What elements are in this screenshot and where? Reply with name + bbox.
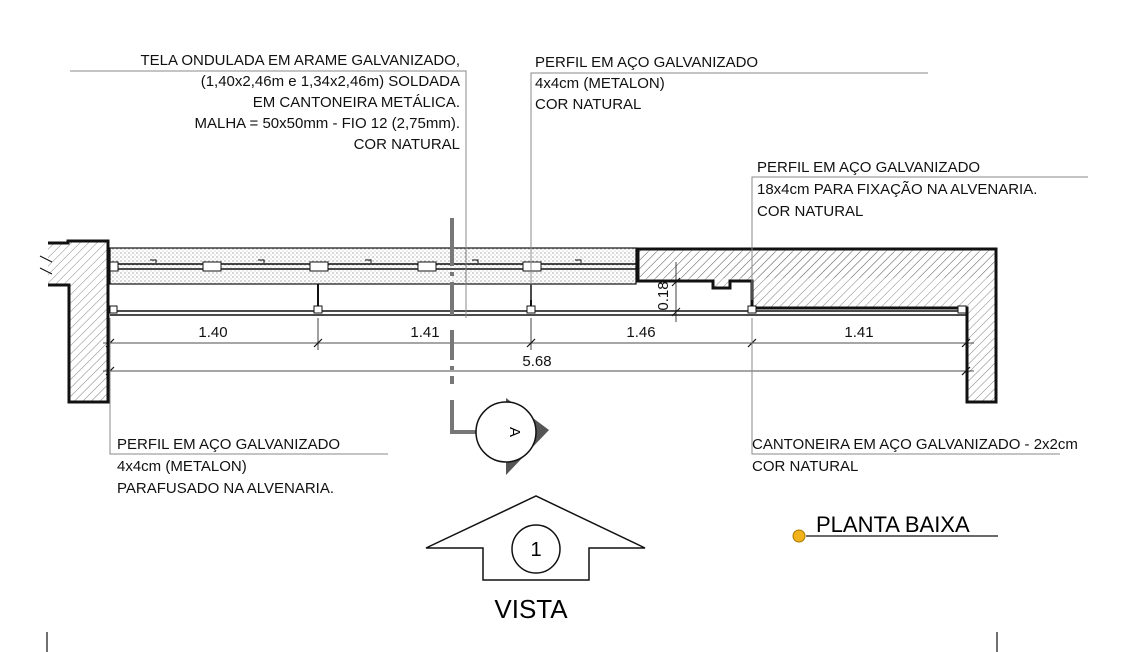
note-perfil-bottom-line3: PARAFUSADO NA ALVENARIA. [117,480,334,497]
note-tela-line5: COR NATURAL [354,136,460,153]
dim-4: 1.41 [844,324,873,341]
note-perfil-top-line2: 4x4cm (METALON) [535,75,665,92]
note-perfil-top: PERFIL EM AÇO GALVANIZADO 4x4cm (METALON… [535,54,758,113]
sheet-ticks [46,632,998,652]
section-cut-line [450,218,478,434]
note-cantoneira: CANTONEIRA EM AÇO GALVANIZADO - 2x2cm CO… [752,436,1078,475]
note-perfil-bottom: PERFIL EM AÇO GALVANIZADO 4x4cm (METALON… [117,436,340,497]
note-perfil-right-line1: PERFIL EM AÇO GALVANIZADO [757,159,980,176]
section-marker-label: A [506,427,523,437]
leader-lines [70,70,1088,455]
left-wall [39,239,110,404]
right-wall [636,247,998,404]
note-perfil-bottom-line1: PERFIL EM AÇO GALVANIZADO [117,436,340,453]
plan-title: PLANTA BAIXA [792,512,998,543]
note-tela: TELA ONDULADA EM ARAME GALVANIZADO, (1,4… [140,52,460,153]
note-tela-line3: EM CANTONEIRA METÁLICA. [253,94,460,111]
note-tela-line1: TELA ONDULADA EM ARAME GALVANIZADO, [140,52,460,69]
thickness-dimension: 0.18 [655,262,681,322]
dim-thickness: 0.18 [655,281,672,310]
note-perfil-right-line3: COR NATURAL [757,203,863,220]
note-perfil-top-line1: PERFIL EM AÇO GALVANIZADO [535,54,758,71]
view-marker: 1 VISTA [425,495,646,624]
view-marker-number: 1 [530,539,541,561]
dim-1: 1.40 [198,324,227,341]
plan-title-text: PLANTA BAIXA [816,512,970,537]
note-perfil-right-line2: 18x4cm PARA FIXAÇÃO NA ALVENARIA. [757,181,1037,198]
title-dot-icon [792,529,806,543]
note-perfil-top-line3: COR NATURAL [535,96,641,113]
mesh-panel [109,247,637,285]
dim-3: 1.46 [626,324,655,341]
note-cantoneira-line1: CANTONEIRA EM AÇO GALVANIZADO - 2x2cm [752,436,1078,453]
note-tela-line4: MALHA = 50x50mm - FIO 12 (2,75mm). [195,115,461,132]
note-cantoneira-line2: COR NATURAL [752,458,858,475]
note-perfil-right: PERFIL EM AÇO GALVANIZADO 18x4cm PARA FI… [757,159,1037,220]
view-marker-label: VISTA [494,594,568,624]
note-tela-line2: (1,40x2,46m e 1,34x2,46m) SOLDADA [201,73,460,90]
dim-2: 1.41 [410,324,439,341]
section-marker: A [475,398,549,475]
dim-total: 5.68 [522,353,551,370]
note-perfil-bottom-line2: 4x4cm (METALON) [117,458,247,475]
